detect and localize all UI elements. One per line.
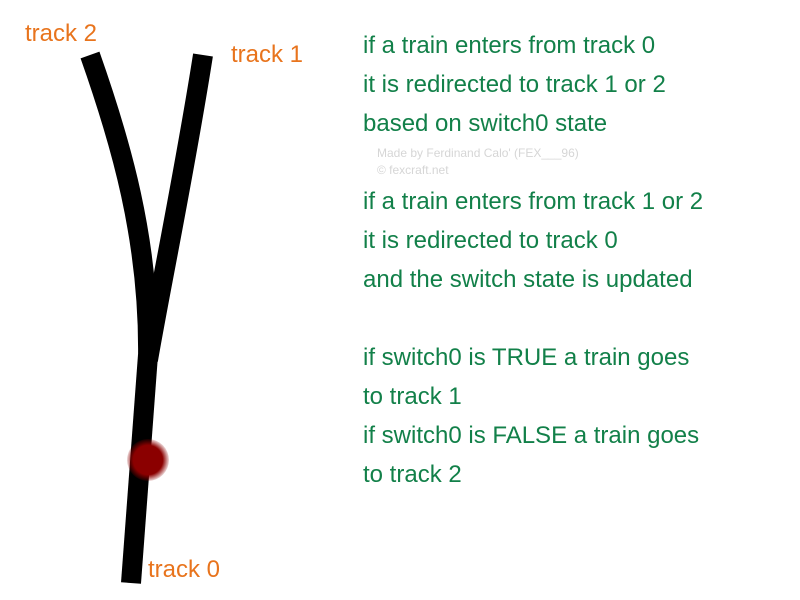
note-line: if switch0 is FALSE a train goes	[363, 422, 700, 449]
notes-paragraph-1: if a train enters from track 0 it is red…	[363, 26, 703, 143]
track-0-label: track 0	[148, 556, 221, 583]
credit-watermark: Made by Ferdinand Calo' (FEX___96) © fex…	[377, 145, 579, 179]
track-1-line	[138, 53, 213, 362]
note-line: to track 2	[363, 461, 462, 488]
note-line: it is redirected to track 0	[363, 227, 618, 254]
notes-paragraph-3: if switch0 is TRUE a train goes to track…	[363, 338, 703, 494]
note-line: if a train enters from track 0	[363, 32, 656, 59]
note-line: it is redirected to track 1 or 2	[363, 71, 666, 98]
switch0-indicator[interactable]	[127, 439, 169, 481]
track-2-label: track 2	[25, 20, 98, 47]
track-1-label: track 1	[231, 41, 304, 68]
note-line: to track 1	[363, 383, 462, 410]
track-2-line	[80, 51, 159, 361]
notes-paragraph-2: if a train enters from track 1 or 2 it i…	[363, 182, 703, 299]
credit-line-1: Made by Ferdinand Calo' (FEX___96)	[377, 146, 579, 160]
note-line: based on switch0 state	[363, 110, 608, 137]
note-line: and the switch state is updated	[363, 266, 693, 293]
note-line: if a train enters from track 1 or 2	[363, 188, 704, 215]
note-line: if switch0 is TRUE a train goes	[363, 344, 690, 371]
switch-notes: if a train enters from track 0 it is red…	[363, 26, 703, 494]
credit-line-2: © fexcraft.net	[377, 163, 449, 177]
